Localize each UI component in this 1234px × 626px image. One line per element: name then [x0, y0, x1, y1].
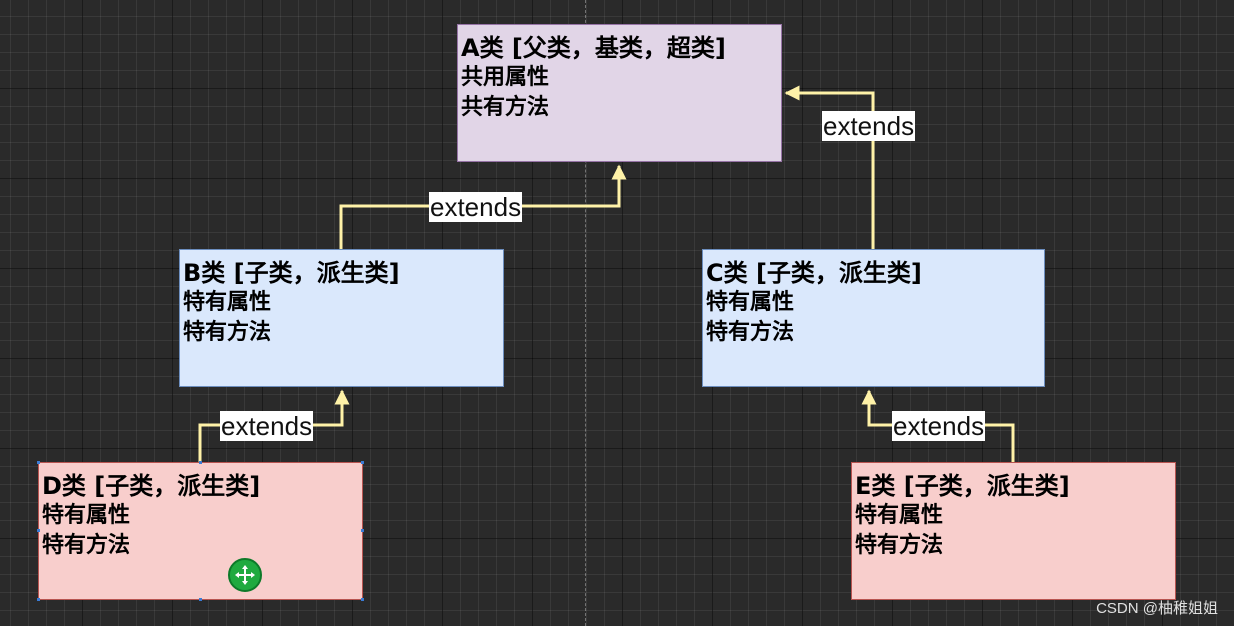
edge-label-c-to-a[interactable]: extends — [822, 111, 916, 141]
class-c-box[interactable]: C类 [子类，派生类] 特有属性 特有方法 — [702, 249, 1045, 387]
class-a-method: 共有方法 — [461, 95, 550, 120]
class-b-title: B类 [子类，派生类] — [183, 259, 400, 287]
selection-handle[interactable] — [199, 598, 202, 601]
selection-handle[interactable] — [37, 529, 40, 532]
class-e-title: E类 [子类，派生类] — [855, 472, 1070, 500]
class-b-box[interactable]: B类 [子类，派生类] 特有属性 特有方法 — [179, 249, 504, 387]
class-c-title: C类 [子类，派生类] — [706, 259, 922, 287]
edge-label-d-to-b[interactable]: extends — [220, 411, 314, 441]
selection-handle[interactable] — [37, 461, 40, 464]
selection-handle[interactable] — [361, 529, 364, 532]
class-d-title: D类 [子类，派生类] — [42, 472, 261, 500]
class-b-attribute: 特有属性 — [183, 290, 272, 315]
selection-handle[interactable] — [199, 461, 202, 464]
watermark: CSDN @柚稚姐姐 — [1096, 600, 1218, 617]
selection-handle[interactable] — [37, 598, 40, 601]
edge-c-to-a[interactable] — [784, 85, 875, 249]
center-guide-line — [585, 0, 586, 626]
class-a-box[interactable]: A类 [父类，基类，超类] 共用属性 共有方法 — [457, 24, 782, 162]
class-a-title: A类 [父类，基类，超类] — [461, 34, 726, 62]
class-d-attribute: 特有属性 — [42, 503, 131, 528]
class-e-attribute: 特有属性 — [855, 503, 944, 528]
class-c-method: 特有方法 — [706, 320, 795, 345]
selection-handle[interactable] — [361, 598, 364, 601]
class-d-method: 特有方法 — [42, 533, 131, 558]
class-d-box[interactable]: D类 [子类，派生类] 特有属性 特有方法 — [38, 462, 363, 600]
move-arrows-icon[interactable] — [228, 558, 262, 592]
selection-handle[interactable] — [361, 461, 364, 464]
class-e-box[interactable]: E类 [子类，派生类] 特有属性 特有方法 — [851, 462, 1176, 600]
edge-label-b-to-a[interactable]: extends — [429, 192, 523, 222]
class-a-attribute: 共用属性 — [461, 65, 550, 90]
class-c-attribute: 特有属性 — [706, 290, 795, 315]
edge-label-e-to-c[interactable]: extends — [892, 411, 986, 441]
class-e-method: 特有方法 — [855, 533, 944, 558]
class-b-method: 特有方法 — [183, 320, 272, 345]
